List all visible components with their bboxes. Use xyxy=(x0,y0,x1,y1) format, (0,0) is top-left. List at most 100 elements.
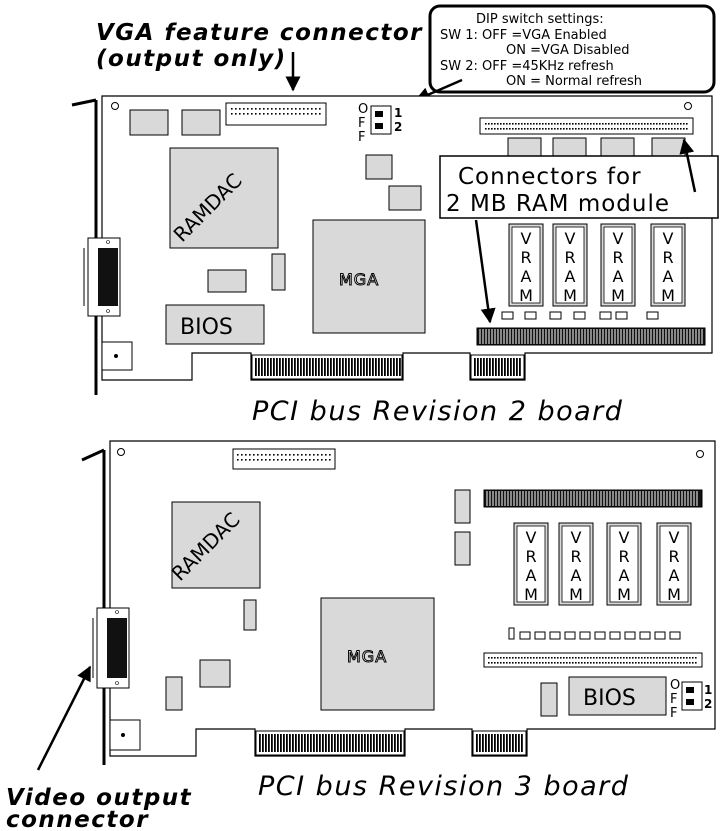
pci-finger xyxy=(358,734,360,752)
connector-pin xyxy=(560,662,562,664)
chip xyxy=(181,109,221,136)
connector-pin xyxy=(269,459,271,461)
vram-letter: V xyxy=(663,229,674,248)
dip-letter-f: F xyxy=(358,116,365,131)
connector-pin xyxy=(301,454,303,456)
connector-pin xyxy=(629,123,631,125)
connector-pin xyxy=(275,113,277,115)
connector-pin xyxy=(665,128,667,130)
connector-pin xyxy=(299,113,301,115)
connector-pin xyxy=(281,454,283,456)
pci-finger xyxy=(279,358,281,376)
pci-finger xyxy=(376,734,378,752)
vram-letter: M xyxy=(519,286,533,305)
connector-pin xyxy=(566,657,568,659)
connector-pin xyxy=(527,657,529,659)
connector-pin xyxy=(596,662,598,664)
connector-pin xyxy=(488,123,490,125)
dip-settings-box: DIP switch settings: SW 1: OFF =VGA Enab… xyxy=(428,4,716,94)
connector-pin xyxy=(683,128,685,130)
mount-hole xyxy=(684,102,692,110)
vram-letter: A xyxy=(669,566,680,585)
pci-finger xyxy=(277,734,279,752)
connector-pin xyxy=(539,128,541,130)
connector-pin xyxy=(566,128,568,130)
connector-pin xyxy=(548,123,550,125)
connector-pin xyxy=(611,657,613,659)
connector-screw xyxy=(106,309,110,313)
pad xyxy=(549,631,561,640)
connector-pin xyxy=(524,662,526,664)
mga-chip-rev2 xyxy=(312,219,426,334)
vram-letter: M xyxy=(569,585,583,604)
connector-pin xyxy=(653,128,655,130)
feature-connector-pins xyxy=(237,454,331,461)
connector-pin xyxy=(245,459,247,461)
connector-pin xyxy=(686,657,688,659)
mga-chip-rev3 xyxy=(320,597,435,711)
video-output-callout-line1: Video output xyxy=(6,785,192,811)
vram-letter: V xyxy=(526,528,537,547)
connector-pin xyxy=(677,662,679,664)
connector-pin xyxy=(581,123,583,125)
connector-pin xyxy=(539,662,541,664)
connector-pin xyxy=(692,657,694,659)
connector-pin xyxy=(632,662,634,664)
connector-pin xyxy=(680,123,682,125)
connector-pin xyxy=(512,657,514,659)
chip xyxy=(243,599,257,631)
pci-finger xyxy=(479,734,481,752)
connector-pin xyxy=(533,662,535,664)
pci-finger xyxy=(280,734,282,752)
connector-pin xyxy=(542,662,544,664)
connector-pin xyxy=(611,123,613,125)
vga-feature-callout-line2: (output only) xyxy=(96,46,287,72)
connector-pin xyxy=(677,123,679,125)
pci-finger xyxy=(316,734,318,752)
pci-finger xyxy=(315,358,317,376)
pci-finger xyxy=(483,358,485,376)
pci-finger xyxy=(327,358,329,376)
pci-finger xyxy=(288,358,290,376)
connector-pin xyxy=(641,662,643,664)
connector-pin xyxy=(271,113,273,115)
connector-pin xyxy=(518,123,520,125)
connector-pin xyxy=(231,113,233,115)
bracket-hole xyxy=(114,354,118,358)
connector-pin xyxy=(695,657,697,659)
pci-finger xyxy=(274,734,276,752)
connector-pin xyxy=(611,662,613,664)
pci-finger xyxy=(294,358,296,376)
connector-pin xyxy=(632,123,634,125)
connector-pin xyxy=(524,128,526,130)
connector-pin xyxy=(575,657,577,659)
connector-pin xyxy=(285,454,287,456)
connector-pin xyxy=(503,657,505,659)
connector-screw xyxy=(106,240,110,244)
vram-letter: M xyxy=(611,286,625,305)
connector-pin xyxy=(680,657,682,659)
connectors-callout-line2: 2 MB RAM module xyxy=(446,191,670,217)
mount-hole xyxy=(117,448,125,456)
pci-finger xyxy=(292,734,294,752)
connector-pin xyxy=(560,128,562,130)
pci-finger xyxy=(521,734,523,752)
pci-finger xyxy=(381,358,383,376)
connector-pin xyxy=(497,128,499,130)
vram-letter: R xyxy=(662,248,673,267)
connector-pin xyxy=(527,128,529,130)
pci-finger xyxy=(482,734,484,752)
connector-pin xyxy=(518,657,520,659)
connector-pin xyxy=(614,657,616,659)
connector-pin xyxy=(518,128,520,130)
connector-pin xyxy=(243,108,245,110)
pci-fingers xyxy=(476,734,523,752)
pci-finger xyxy=(268,734,270,752)
connector-pin xyxy=(491,123,493,125)
pci-finger xyxy=(334,734,336,752)
connector-pin xyxy=(536,123,538,125)
connector-pin xyxy=(542,128,544,130)
pci-finger xyxy=(276,358,278,376)
pci-finger xyxy=(271,734,273,752)
